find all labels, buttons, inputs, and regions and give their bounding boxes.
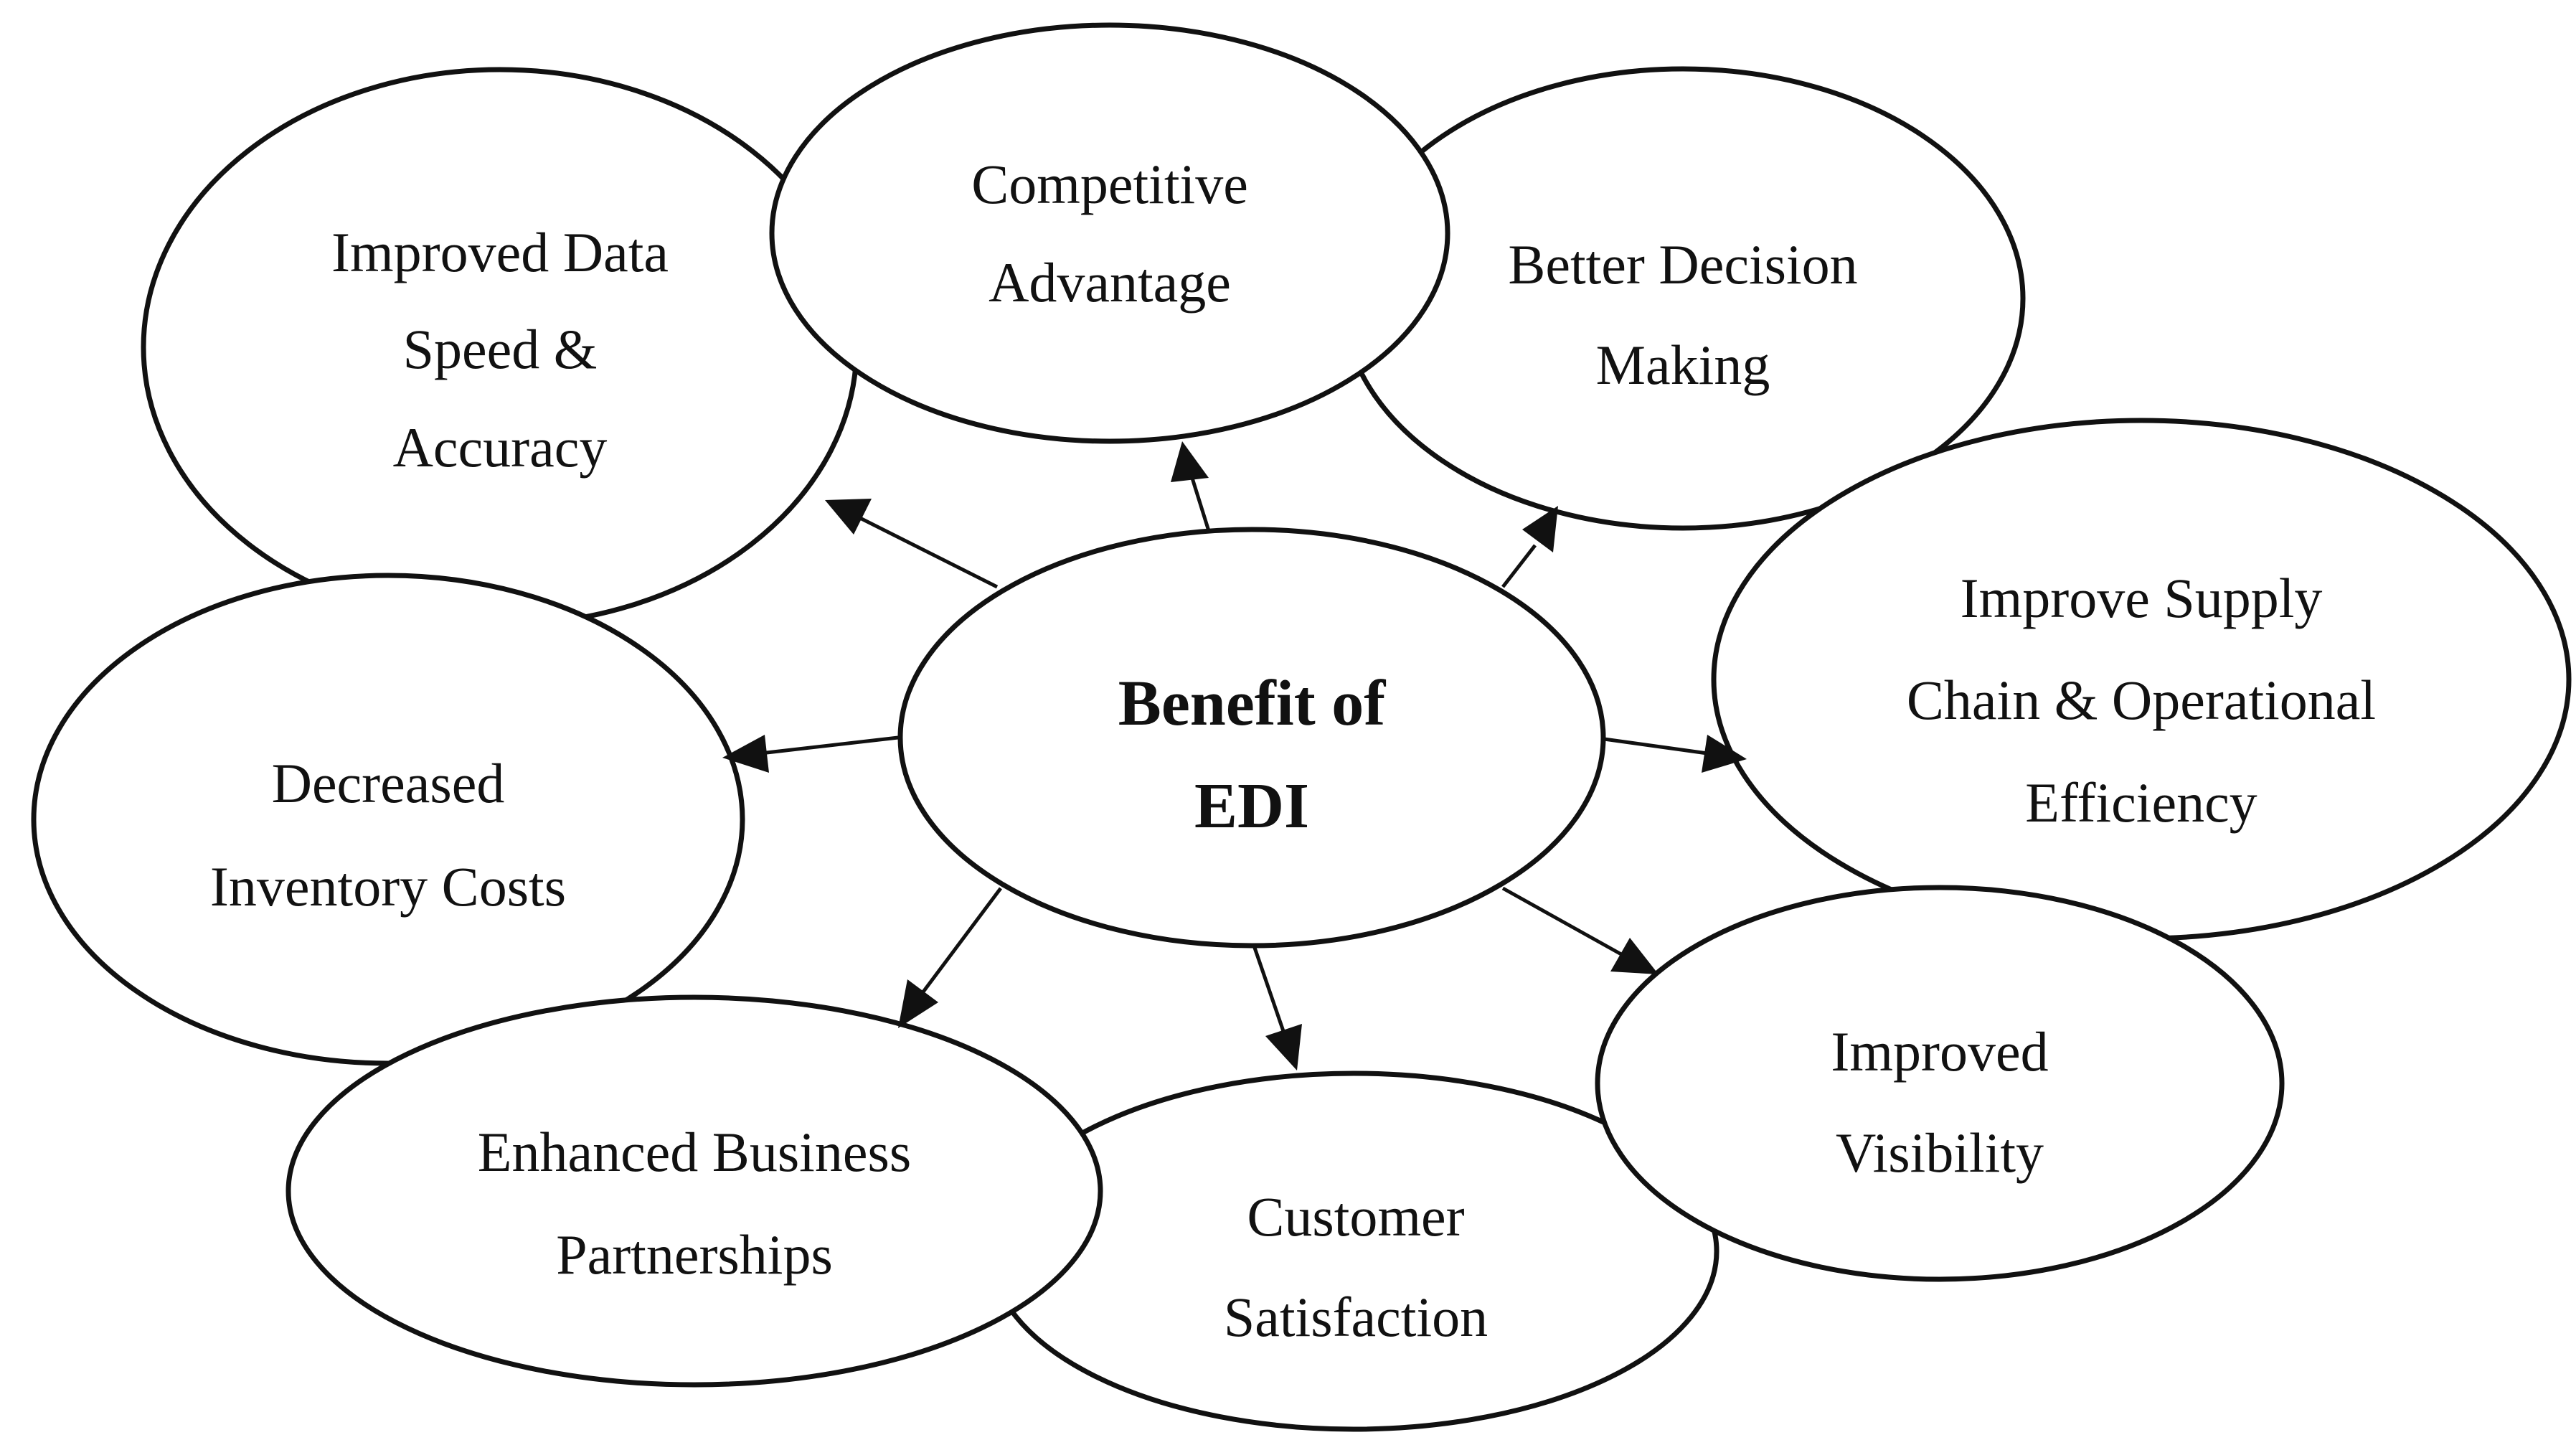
- decreased-inventory-label-1: Decreased: [272, 752, 505, 814]
- customer-satisfaction-label-2: Satisfaction: [1224, 1286, 1488, 1348]
- node-competitive-advantage-ellipse: [769, 22, 1450, 444]
- arrow-to-improved-data: [825, 499, 999, 589]
- better-decision-label-2: Making: [1596, 334, 1770, 396]
- improved-visibility-label-2: Visibility: [1836, 1121, 2044, 1184]
- customer-satisfaction-label-1: Customer: [1247, 1185, 1464, 1248]
- arrow-to-supply-chain: [1603, 735, 1747, 773]
- arrow-to-improved-visibility: [1501, 886, 1659, 974]
- node-enhanced-partnerships-ellipse: [286, 994, 1103, 1388]
- center-node-ellipse: [897, 527, 1606, 949]
- center-title-line-1: Benefit of: [1118, 668, 1386, 739]
- competitive-advantage-label-1: Competitive: [971, 153, 1248, 215]
- better-decision-label-1: Better Decision: [1508, 233, 1857, 296]
- enhanced-partnerships-label-1: Enhanced Business: [478, 1121, 911, 1183]
- supply-chain-label-3: Efficiency: [2025, 771, 2257, 834]
- node-enhanced-partnerships: [286, 994, 1103, 1388]
- node-competitive-advantage: [769, 22, 1450, 444]
- decreased-inventory-label-2: Inventory Costs: [210, 855, 566, 918]
- competitive-advantage-label-2: Advantage: [989, 251, 1231, 314]
- node-decreased-inventory: [31, 573, 745, 1066]
- supply-chain-label-2: Chain & Operational: [1907, 669, 2376, 731]
- node-decreased-inventory-ellipse: [31, 573, 745, 1066]
- center-title-line-2: EDI: [1194, 771, 1309, 842]
- arrow-to-better-decision: [1501, 506, 1558, 588]
- arrow-to-enhanced-partnerships: [898, 887, 1003, 1028]
- improved-data-label-2: Speed &: [403, 318, 598, 380]
- node-improved-visibility: [1595, 885, 2285, 1282]
- arrow-to-decreased-inventory: [722, 735, 899, 773]
- improved-visibility-label-1: Improved: [1831, 1020, 2048, 1083]
- node-improved-visibility-ellipse: [1595, 885, 2285, 1282]
- improved-data-label-3: Accuracy: [393, 416, 608, 479]
- arrow-to-competitive-advantage: [1171, 441, 1211, 532]
- improved-data-label-1: Improved Data: [331, 221, 669, 283]
- arrow-to-customer-satisfaction: [1252, 945, 1302, 1070]
- arrows: [722, 441, 1747, 1070]
- enhanced-partnerships-label-2: Partnerships: [556, 1223, 833, 1286]
- labels: Improved Data Speed & Accuracy Competiti…: [210, 153, 2376, 1348]
- supply-chain-label-1: Improve Supply: [1961, 567, 2323, 629]
- center-node: Benefit of EDI: [897, 527, 1606, 949]
